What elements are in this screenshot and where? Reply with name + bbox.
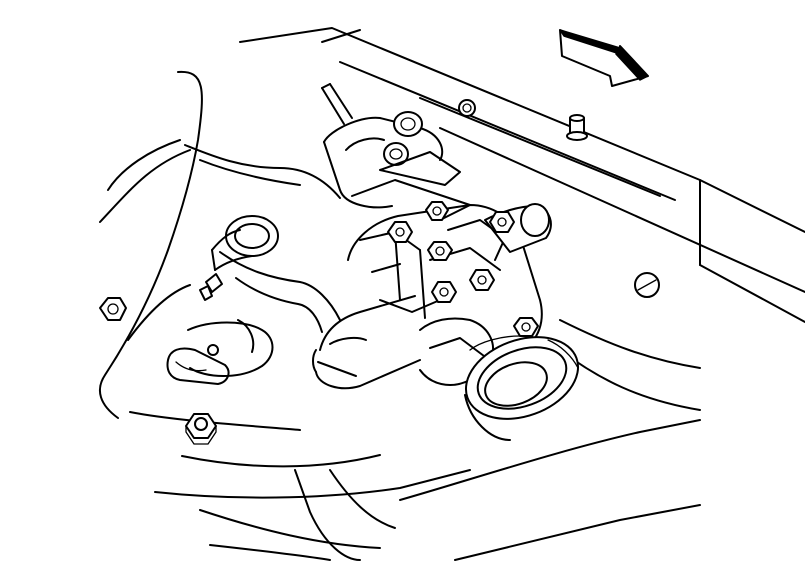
- direction-arrow: [559, 29, 649, 87]
- steering-gear: [312, 83, 552, 390]
- gear-bolt-4: [469, 269, 495, 291]
- frame-stud: [566, 114, 588, 141]
- gear-bolt-6: [489, 211, 515, 233]
- upper-fitting: [393, 111, 423, 137]
- gear-bolt-2: [387, 221, 413, 243]
- mounting-bolt-left: [99, 297, 127, 321]
- lower-nut: [185, 413, 217, 445]
- frame-rail: [239, 27, 805, 323]
- gear-bolt-1: [425, 201, 449, 221]
- sector-cover: [464, 335, 580, 441]
- gear-bolt-7: [513, 317, 539, 337]
- gear-bolt-5: [431, 281, 457, 303]
- frame-hole: [458, 99, 476, 117]
- gear-bolt-3: [427, 241, 453, 261]
- pitman-arm: [166, 251, 341, 385]
- tie-rod-end: [199, 215, 279, 301]
